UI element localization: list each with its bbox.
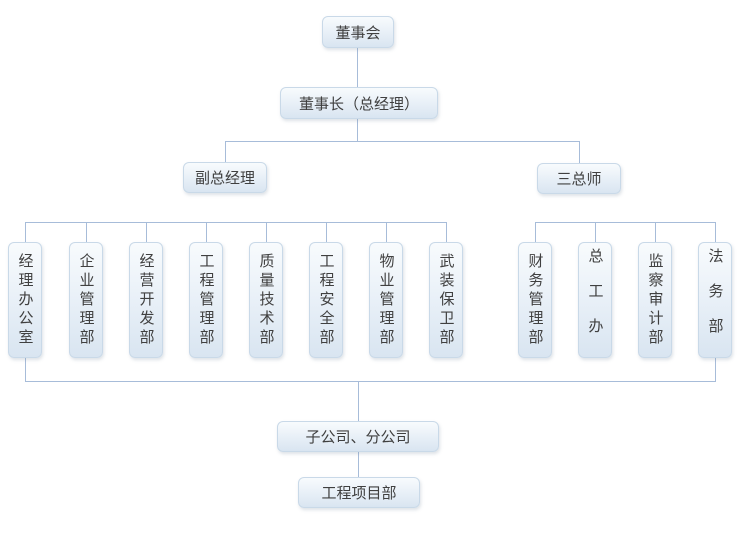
connector-drop-dept-2 bbox=[86, 222, 87, 242]
org-node-dept-finance-mgmt: 财务管理部 bbox=[518, 242, 552, 358]
connector-level3-rail bbox=[225, 141, 580, 142]
org-node-dept-engineering-mgmt: 工程管理部 bbox=[189, 242, 223, 358]
org-node-dept-manager-office: 经理办公室 bbox=[8, 242, 42, 358]
connector-drop-dept-8 bbox=[446, 222, 447, 242]
connector-drop-deputy-gm bbox=[225, 141, 226, 162]
org-node-dept-engineering-safety: 工程安全部 bbox=[309, 242, 343, 358]
connector-drop-dept-1 bbox=[25, 222, 26, 242]
connector-bottom-right-drop bbox=[715, 358, 716, 381]
org-node-dept-supervision-audit: 监察审计部 bbox=[638, 242, 672, 358]
org-node-dept-chief-engineer-office: 总工办 bbox=[578, 242, 612, 358]
org-node-dept-legal: 法务部 bbox=[698, 242, 732, 358]
connector-drop-dept-11 bbox=[655, 222, 656, 242]
connector-drop-dept-6 bbox=[326, 222, 327, 242]
connector-drop-dept-3 bbox=[146, 222, 147, 242]
connector-chairman-down bbox=[357, 119, 358, 141]
org-node-dept-enterprise-mgmt: 企业管理部 bbox=[69, 242, 103, 358]
connector-root-chairman bbox=[357, 48, 358, 87]
org-node-chairman: 董事长（总经理） bbox=[280, 87, 438, 119]
org-node-dept-quality-tech: 质量技术部 bbox=[249, 242, 283, 358]
connector-left-rail bbox=[25, 222, 447, 223]
connector-drop-subsidiaries bbox=[358, 381, 359, 421]
connector-subsidiaries-project bbox=[358, 452, 359, 477]
connector-right-rail bbox=[535, 222, 716, 223]
org-node-three-chiefs: 三总师 bbox=[537, 163, 621, 194]
connector-drop-dept-7 bbox=[386, 222, 387, 242]
connector-drop-dept-12 bbox=[715, 222, 716, 242]
connector-bottom-left-drop bbox=[25, 358, 26, 381]
org-node-dept-property-mgmt: 物业管理部 bbox=[369, 242, 403, 358]
connector-drop-dept-10 bbox=[595, 222, 596, 242]
org-node-board: 董事会 bbox=[322, 16, 394, 48]
org-node-dept-business-dev: 经营开发部 bbox=[129, 242, 163, 358]
connector-drop-dept-9 bbox=[535, 222, 536, 242]
org-node-dept-armed-security: 武装保卫部 bbox=[429, 242, 463, 358]
org-node-deputy-gm: 副总经理 bbox=[183, 162, 267, 193]
connector-bottom-rail bbox=[25, 381, 716, 382]
connector-drop-three-chiefs bbox=[579, 141, 580, 163]
connector-drop-dept-4 bbox=[206, 222, 207, 242]
org-node-project-dept: 工程项目部 bbox=[298, 477, 420, 508]
connector-drop-dept-5 bbox=[266, 222, 267, 242]
org-node-subsidiaries: 子公司、分公司 bbox=[277, 421, 439, 452]
